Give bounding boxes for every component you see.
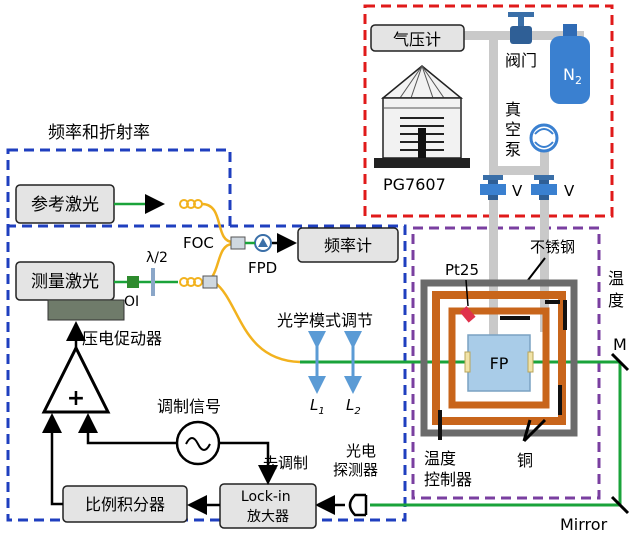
sine-wave-icon xyxy=(185,437,211,451)
demodulation-label: 去调制 xyxy=(263,454,308,472)
valve-icon xyxy=(508,12,534,44)
modulation-to-lockin xyxy=(219,441,278,485)
temperature-label: 温 度 xyxy=(608,269,629,310)
barometer-label: 气压计 xyxy=(393,30,441,49)
reference-laser-label: 参考激光 xyxy=(31,195,99,215)
barometer-box xyxy=(370,24,465,52)
pi-controller-label: 比例积分器 xyxy=(85,495,165,514)
fp-label: FP xyxy=(490,354,509,373)
copper-pointer-1 xyxy=(522,419,532,442)
temp-controller-label: 温度 控制器 xyxy=(424,449,472,489)
fp-mirror-left xyxy=(464,351,471,373)
pg7607-gauge-icon xyxy=(374,65,470,168)
fp-mirror-right xyxy=(527,351,534,373)
frequency-region-border xyxy=(6,148,232,228)
heater-bars xyxy=(438,300,567,440)
pt25-sensor-icon xyxy=(459,306,476,323)
copper-pointer-2 xyxy=(522,418,547,443)
piezo-label: 压电促动器 xyxy=(82,329,162,348)
frequency-region-border-lower xyxy=(6,224,407,522)
pi-to-adder xyxy=(42,413,63,506)
lockin-amplifier-label: Lock-in 放大器 xyxy=(241,489,295,525)
pg7607-label: PG7607 xyxy=(383,175,446,194)
n2-cylinder-icon xyxy=(550,24,590,104)
photodetector-label: 光电 探测器 xyxy=(333,442,381,479)
stainless-label: 不锈钢 xyxy=(530,238,575,256)
stainless-steel-shell xyxy=(420,279,578,437)
copper-shield-inner xyxy=(448,307,550,409)
n2-label: N2 xyxy=(563,65,582,87)
splitter-icon xyxy=(202,275,218,289)
half-wave-plate-label: λ/2 xyxy=(146,250,168,266)
optical-mode-label: 光学模式调节 xyxy=(277,311,373,330)
lens-l2-label: L2 xyxy=(346,396,361,417)
vacuum-pump-icon xyxy=(529,123,559,153)
pressure-region-border xyxy=(363,4,614,218)
valve-v-left-label: V xyxy=(512,182,523,200)
adder-triangle xyxy=(41,344,111,414)
frequency-counter-box xyxy=(297,227,399,263)
frequency-counter-label: 频率计 xyxy=(324,236,372,255)
optical-isolator-label: OI xyxy=(124,294,139,310)
pt25-label: Pt25 xyxy=(445,261,479,279)
piezo-actuator-plate xyxy=(47,299,125,321)
frequency-region-title: 频率和折射率 xyxy=(48,123,150,143)
adder-plus: + xyxy=(67,386,85,411)
measurement-laser-label: 测量激光 xyxy=(31,272,99,292)
fiber-coil-reference-icon xyxy=(179,199,203,209)
valve-label: 阀门 xyxy=(505,51,537,70)
vacuum-pump-label: 真 空 泵 xyxy=(505,100,526,159)
fiber-measurement-to-optics xyxy=(213,280,301,364)
fpd-label: FPD xyxy=(248,259,277,277)
modulation-signal-label: 调制信号 xyxy=(157,397,221,416)
foc-label: FOC xyxy=(183,234,214,252)
fp-cavity-box xyxy=(467,334,531,392)
mirror-label: Mirror xyxy=(560,515,608,534)
valve-v-right-icon xyxy=(531,175,557,200)
lens-l1-label: L1 xyxy=(310,396,325,417)
valve-v-right-label: V xyxy=(564,182,575,200)
fpd-photodiode-icon xyxy=(254,234,272,252)
optical-isolator-icon xyxy=(127,276,139,288)
half-wave-plate-icon xyxy=(151,268,155,296)
mirror-m-label: M xyxy=(613,335,627,354)
mirror-bottom-icon xyxy=(610,495,630,515)
photodetector-icon xyxy=(348,493,368,517)
mirror-m-icon xyxy=(610,352,630,372)
pt25-pointer xyxy=(465,279,469,307)
fiber-reference xyxy=(201,202,234,244)
copper-label: 铜 xyxy=(517,451,533,470)
foc-coupler-icon xyxy=(230,236,246,250)
modulation-to-adder xyxy=(78,413,177,445)
copper-shield-outer xyxy=(432,291,566,425)
fiber-coil-measurement-icon xyxy=(179,277,203,287)
valve-v-left-icon xyxy=(480,175,506,200)
